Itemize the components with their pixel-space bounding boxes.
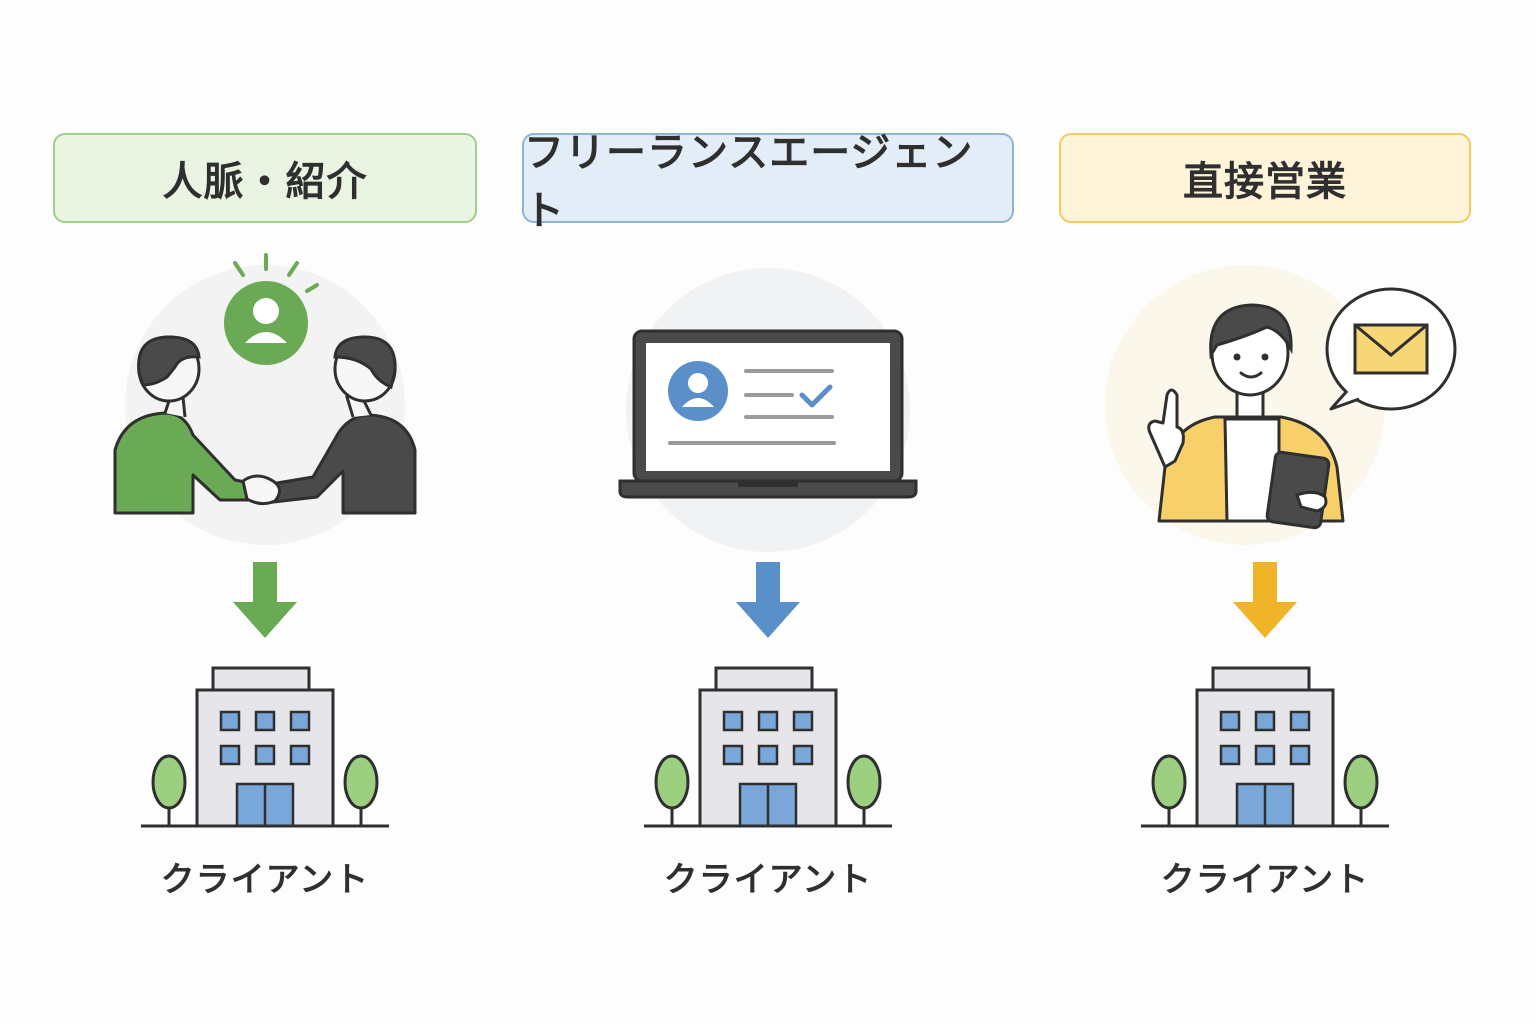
channel-column-direct-sales: 直接営業 [1059,0,1471,1024]
laptop-profile-icon [588,245,948,552]
arrow-down-icon [736,562,800,638]
arrow-down-icon [1233,562,1297,638]
office-building-icon [141,664,389,832]
client-label: クライアント [663,860,873,900]
channel-column-agent: フリーランスエージェント [522,0,1014,1024]
channel-label-direct-sales: 直接営業 [1059,133,1471,223]
channel-label-agent: フリーランスエージェント [522,130,1014,234]
client-label: クライアント [160,860,370,900]
channel-column-referral: 人脈・紹介 [53,0,477,1024]
salesperson-mail-icon [1085,245,1457,545]
office-building-icon [1141,664,1389,832]
client-label: クライアント [1160,860,1370,900]
channel-label-referral: 人脈・紹介 [53,133,477,223]
office-building-icon [644,664,892,832]
arrow-down-icon [233,562,297,638]
handshake-people-icon [85,245,445,545]
